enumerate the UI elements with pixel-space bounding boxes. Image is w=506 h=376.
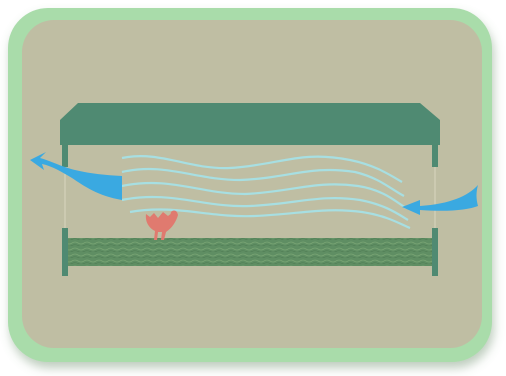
roof bbox=[60, 103, 440, 145]
right-wall-upper bbox=[432, 145, 438, 167]
hen-icon bbox=[145, 210, 178, 240]
left-wall-upper bbox=[62, 145, 68, 167]
air-outlet-arrow-icon bbox=[30, 152, 122, 200]
airflow-lines bbox=[121, 155, 411, 230]
airflow-line bbox=[121, 167, 405, 197]
right-wall-lower bbox=[432, 228, 438, 276]
airflow-line bbox=[121, 181, 407, 209]
airflow-line bbox=[121, 195, 409, 221]
left-wall-lower bbox=[62, 228, 68, 276]
air-inlet-arrow-icon bbox=[402, 185, 478, 215]
airflow-line bbox=[121, 155, 403, 183]
floor-litter bbox=[68, 238, 432, 266]
airflow-line bbox=[129, 208, 411, 230]
